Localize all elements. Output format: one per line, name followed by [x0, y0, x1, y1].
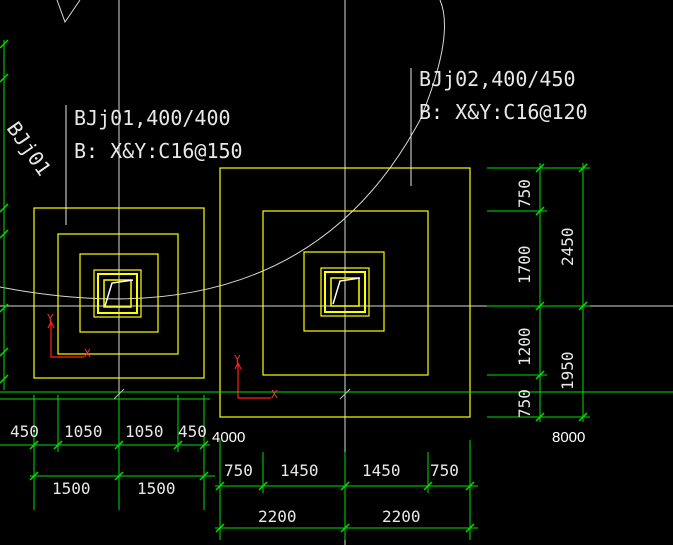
dim-left-row2-1: 1500: [137, 479, 176, 498]
dimension-texts-left-row2: 1500 1500: [52, 479, 176, 498]
footing-bjj02[interactable]: [219, 167, 471, 418]
footing-bjj02-step3: [303, 251, 385, 332]
dim-left-row1-1: 1050: [64, 422, 103, 441]
dim-mid-row1-0: 750: [224, 461, 253, 480]
footing-bjj02-step2: [262, 210, 429, 376]
footing-bjj01-step3: [79, 253, 159, 333]
dim-right-col2-0: 2450: [558, 227, 577, 266]
dim-right-col2-1: 1950: [558, 351, 577, 390]
dim-tick-marks: [0, 39, 588, 533]
dimension-texts-mid-row2: 2200 2200: [258, 507, 421, 526]
label-leaders: [65, 68, 412, 225]
dimension-texts-right-col2: 2450 1950: [558, 227, 577, 390]
reference-arc: [0, 0, 445, 300]
ucs-left-y-label: Y: [47, 312, 54, 325]
footing-bjj01[interactable]: [33, 207, 205, 379]
ucs-icon-right: [234, 361, 271, 399]
ucs-right-arrow-y: [234, 361, 242, 370]
dimension-texts-mid-row1: 750 1450 1450 750: [224, 461, 459, 480]
dim-right-col1-3: 750: [515, 389, 534, 418]
dim-left-row1-2: 1050: [125, 422, 164, 441]
arc-marker: [56, 0, 81, 24]
footing-bjj02-outer: [219, 167, 471, 418]
footing2-rebar-label: B: X&Y:C16@120: [419, 100, 588, 124]
dimension-texts-left-row1: 450 1050 1050 450: [10, 422, 207, 441]
dim-right-col1-2: 1200: [515, 327, 534, 366]
footing-bjj01-column: [97, 273, 138, 314]
footing-bjj01-column-inner: [103, 279, 132, 308]
dim-mid-row2-1: 2200: [382, 507, 421, 526]
ucs-right-x-label: X: [271, 388, 278, 401]
dim-left-row1-3: 450: [178, 422, 207, 441]
ucs-icon-left: [47, 320, 84, 358]
footing1-rebar-label: B: X&Y:C16@150: [74, 139, 243, 163]
grid-label-4000: 4000: [212, 429, 245, 446]
footing-bjj01-step2: [57, 233, 179, 355]
dimension-texts-right-col1: 750 1700 1200 750: [515, 179, 534, 418]
ucs-left-arrow-y: [47, 320, 55, 329]
grid-label-8000: 8000: [552, 429, 585, 446]
footing-bjj02-rebar-mark: [332, 277, 361, 305]
footing-bjj02-column-outer: [320, 267, 370, 317]
footing-bjj02-column-inner: [330, 277, 360, 307]
dim-left-row1-0: 450: [10, 422, 39, 441]
footing-bjj01-column-outer: [93, 269, 142, 318]
dim-mid-row1-2: 1450: [362, 461, 401, 480]
footing-bjj02-column: [324, 271, 366, 313]
ucs-left-x-label: X: [84, 347, 91, 360]
footing-bjj01-outer: [33, 207, 205, 379]
grid-markers: [113, 388, 351, 400]
footing1-name-label: BJj01,400/400: [74, 106, 231, 130]
rotated-footing-label: BJj01: [2, 117, 56, 180]
dim-left-row2-0: 1500: [52, 479, 91, 498]
ucs-left-axes: [50, 322, 84, 358]
dimension-lines: [0, 39, 673, 540]
ucs-right-y-label: Y: [234, 353, 241, 366]
dim-mid-row1-1: 1450: [280, 461, 319, 480]
dim-mid-row2-0: 2200: [258, 507, 297, 526]
dim-mid-row1-3: 750: [430, 461, 459, 480]
dim-right-col1-0: 750: [515, 179, 534, 208]
footing-bjj01-rebar-mark: [104, 279, 134, 307]
dim-right-col1-1: 1700: [515, 245, 534, 284]
ucs-right-axes: [237, 363, 271, 399]
footing2-name-label: BJj02,400/450: [419, 67, 576, 91]
